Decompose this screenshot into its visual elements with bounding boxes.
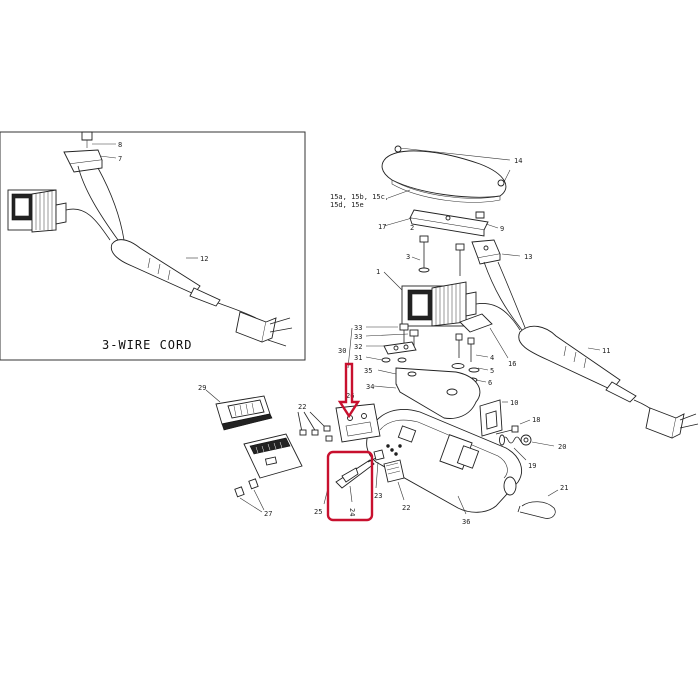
label-15-line1: 15a, 15b, 15c, [330,193,389,201]
plate-10 [479,399,503,437]
label-36: 36 [462,518,470,526]
blade-assembly-29 [215,395,273,431]
label-33: 33 [354,324,362,332]
drive-lever-24 [335,455,381,489]
screw-9 [475,211,499,229]
label-29: 29 [198,384,206,392]
label-3: 3 [406,253,410,261]
screw-stack-30-33 [381,323,419,363]
cord-11 [518,325,659,415]
label-23: 23 [374,492,382,500]
label-5: 5 [490,367,494,375]
inset-3-wire-cord: 8 7 12 3-WIRE CORD [0,131,306,361]
inset-switch-7 [63,149,103,173]
bolt-4 [455,333,475,362]
screw-2b [455,243,465,276]
label-13: 13 [524,253,532,261]
label-27: 27 [264,510,272,518]
cap-20 [520,434,532,446]
label-2: 2 [410,224,414,232]
label-20: 20 [558,443,566,451]
clip-21 [517,501,556,519]
highlight-callout [326,362,374,522]
label-25: 25 [314,508,322,516]
screws-27 [234,478,265,513]
inset-screw-8 [81,131,93,148]
highlight-box [326,450,374,522]
screws-22-left [297,411,333,442]
pin-23 [373,449,385,489]
label-34: 34 [366,383,374,391]
label-1: 1 [376,268,380,276]
label-15-line2: 15d, 15e [330,201,364,209]
label-12: 12 [200,255,208,263]
label-19: 19 [528,462,536,470]
screw-2 [418,235,430,273]
inset-coil [7,189,67,233]
label-22-right: 22 [402,504,410,512]
label-17: 17 [378,223,386,231]
label-21: 21 [560,484,568,492]
insulator-16 [459,313,493,333]
label-26: 26 [346,392,354,400]
coil-1 [401,281,477,327]
switch-13 [471,239,501,265]
label-4: 4 [490,354,494,362]
label-32: 32 [354,343,362,351]
main-exploded-view: 14 15a, 15b, 15c, 15d, 15e 17 9 2 3 [198,145,699,526]
label-16: 16 [508,360,516,368]
inset-cord-12 [110,239,257,319]
label-8: 8 [118,141,122,149]
housing-36 [366,409,522,513]
bracket-17 [409,209,489,237]
nut-5 [451,363,480,373]
label-6: 6 [488,379,492,387]
label-30: 30 [338,347,346,355]
label-24: 24 [348,508,356,516]
plug [645,407,699,439]
label-9: 9 [500,225,504,233]
lever-35 [395,367,481,419]
blade-set-28 [243,433,303,479]
label-10: 10 [510,399,518,407]
label-18: 18 [532,416,540,424]
inset-title: 3-WIRE CORD [102,338,192,352]
inset-frame [0,131,306,361]
fitting-22-right [383,459,405,501]
label-31: 31 [354,354,362,362]
screw-18 [495,425,519,435]
guide-plate [335,403,381,443]
label-35: 35 [364,367,372,375]
label-33b: 33 [354,333,362,341]
label-14: 14 [514,157,522,165]
label-7: 7 [118,155,122,163]
top-cover-15 [381,145,511,203]
label-11: 11 [602,347,610,355]
label-22-left: 22 [298,403,306,411]
inset-plug [235,311,293,347]
